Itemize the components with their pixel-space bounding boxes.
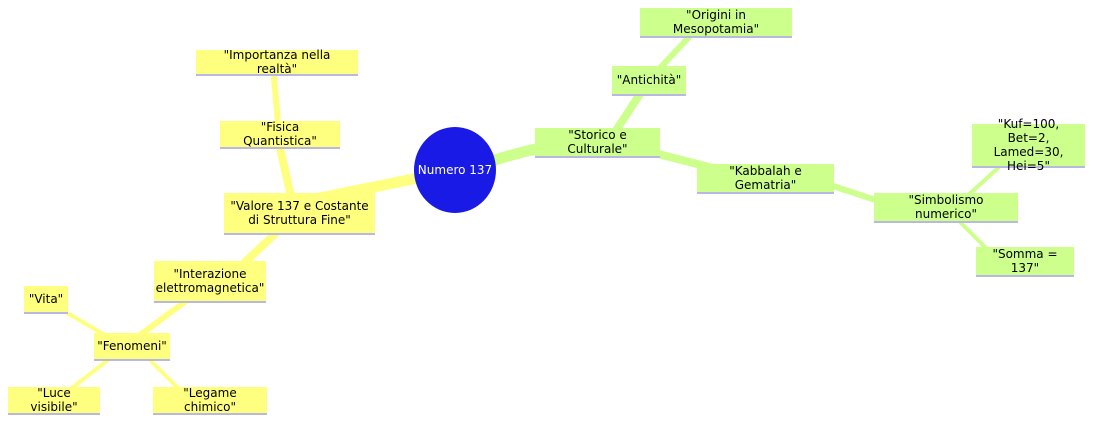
node-somma-137[interactable]: "Somma = 137": [976, 247, 1074, 277]
node-fenomeni[interactable]: "Fenomeni": [94, 333, 170, 361]
node-interazione-elettromagnetica[interactable]: "Interazione elettromagnetica": [154, 261, 266, 303]
node-simbolismo-numerico[interactable]: "Simbolismo numerico": [874, 193, 1018, 223]
node-storico-culturale[interactable]: "Storico e Culturale": [535, 128, 660, 158]
edge-storico-antichita: [611, 90, 644, 136]
edge-simbolismo-somma: [956, 218, 992, 254]
root-label: Numero 137: [417, 163, 493, 177]
node-vita[interactable]: "Vita": [24, 286, 68, 314]
node-antichita[interactable]: "Antichità": [612, 66, 686, 96]
node-legame-chimico[interactable]: "Legame chimico": [153, 386, 267, 415]
edge-interazione-fenomeni: [137, 295, 193, 338]
edge-fenomeni-luce: [70, 358, 110, 390]
root-node[interactable]: Numero 137: [414, 127, 496, 213]
edge-fisica-importanza: [271, 75, 281, 125]
node-kuf-bet-lamed-hei[interactable]: "Kuf=100, Bet=2, Lamed=30, Hei=5": [972, 117, 1085, 173]
node-fisica-quantistica[interactable]: "Fisica Quantistica": [220, 120, 340, 149]
node-origini-mesopotamia[interactable]: "Origini in Mesopotamia": [640, 8, 792, 38]
edge-valore-interazione: [241, 230, 279, 266]
node-importanza-realta[interactable]: "Importanza nella realtà": [196, 48, 358, 76]
node-luce-visibile[interactable]: "Luce visibile": [8, 386, 100, 415]
edge-fenomeni-legame: [148, 358, 180, 390]
edge-antichita-origini: [657, 33, 693, 71]
edge-valore-fisica: [276, 144, 294, 196]
node-valore-137[interactable]: "Valore 137 e Costante di Struttura Fine…: [224, 193, 375, 235]
node-kabbalah-gematria[interactable]: "Kabbalah e Gematria": [697, 164, 834, 194]
